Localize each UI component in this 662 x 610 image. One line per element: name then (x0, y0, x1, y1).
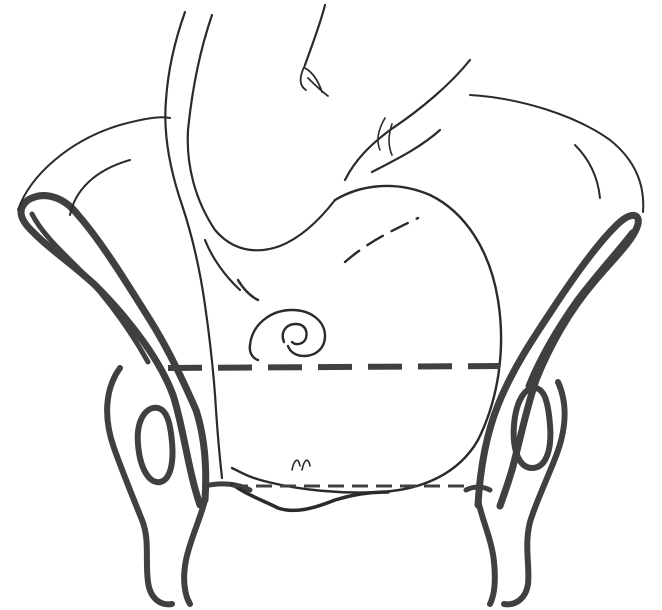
ear-lobe (250, 345, 258, 360)
ear-inner (283, 324, 307, 344)
fetal-arm-upper (188, 15, 335, 250)
fetal-body (165, 5, 470, 478)
pelvis-outline (21, 196, 638, 605)
fetal-arm-lower (205, 240, 240, 290)
head-lower-contour (232, 484, 388, 510)
pelvic-rim-lines (18, 95, 643, 215)
fetal-leg-top (305, 5, 325, 65)
head-outline (232, 186, 501, 493)
head-inner-curve (345, 218, 418, 262)
left-obturator-foramen (138, 408, 173, 482)
head-hair-detail (292, 460, 310, 470)
left-ischium-inner (184, 500, 205, 604)
upper-dashed-line (168, 366, 500, 368)
fetal-ear (250, 310, 325, 360)
right-inner-rim (575, 145, 600, 198)
right-upper-rim (470, 95, 643, 212)
left-inner-rim (70, 160, 130, 215)
right-iliac-wing (478, 215, 638, 506)
ear-outer (250, 310, 325, 356)
left-ischium-outer (107, 368, 172, 604)
left-iliac-wing (21, 196, 206, 505)
fetal-leg-fold (345, 60, 470, 180)
right-ischium-inner (478, 500, 495, 604)
fetal-head (232, 186, 501, 510)
fetal-hand (301, 65, 328, 96)
